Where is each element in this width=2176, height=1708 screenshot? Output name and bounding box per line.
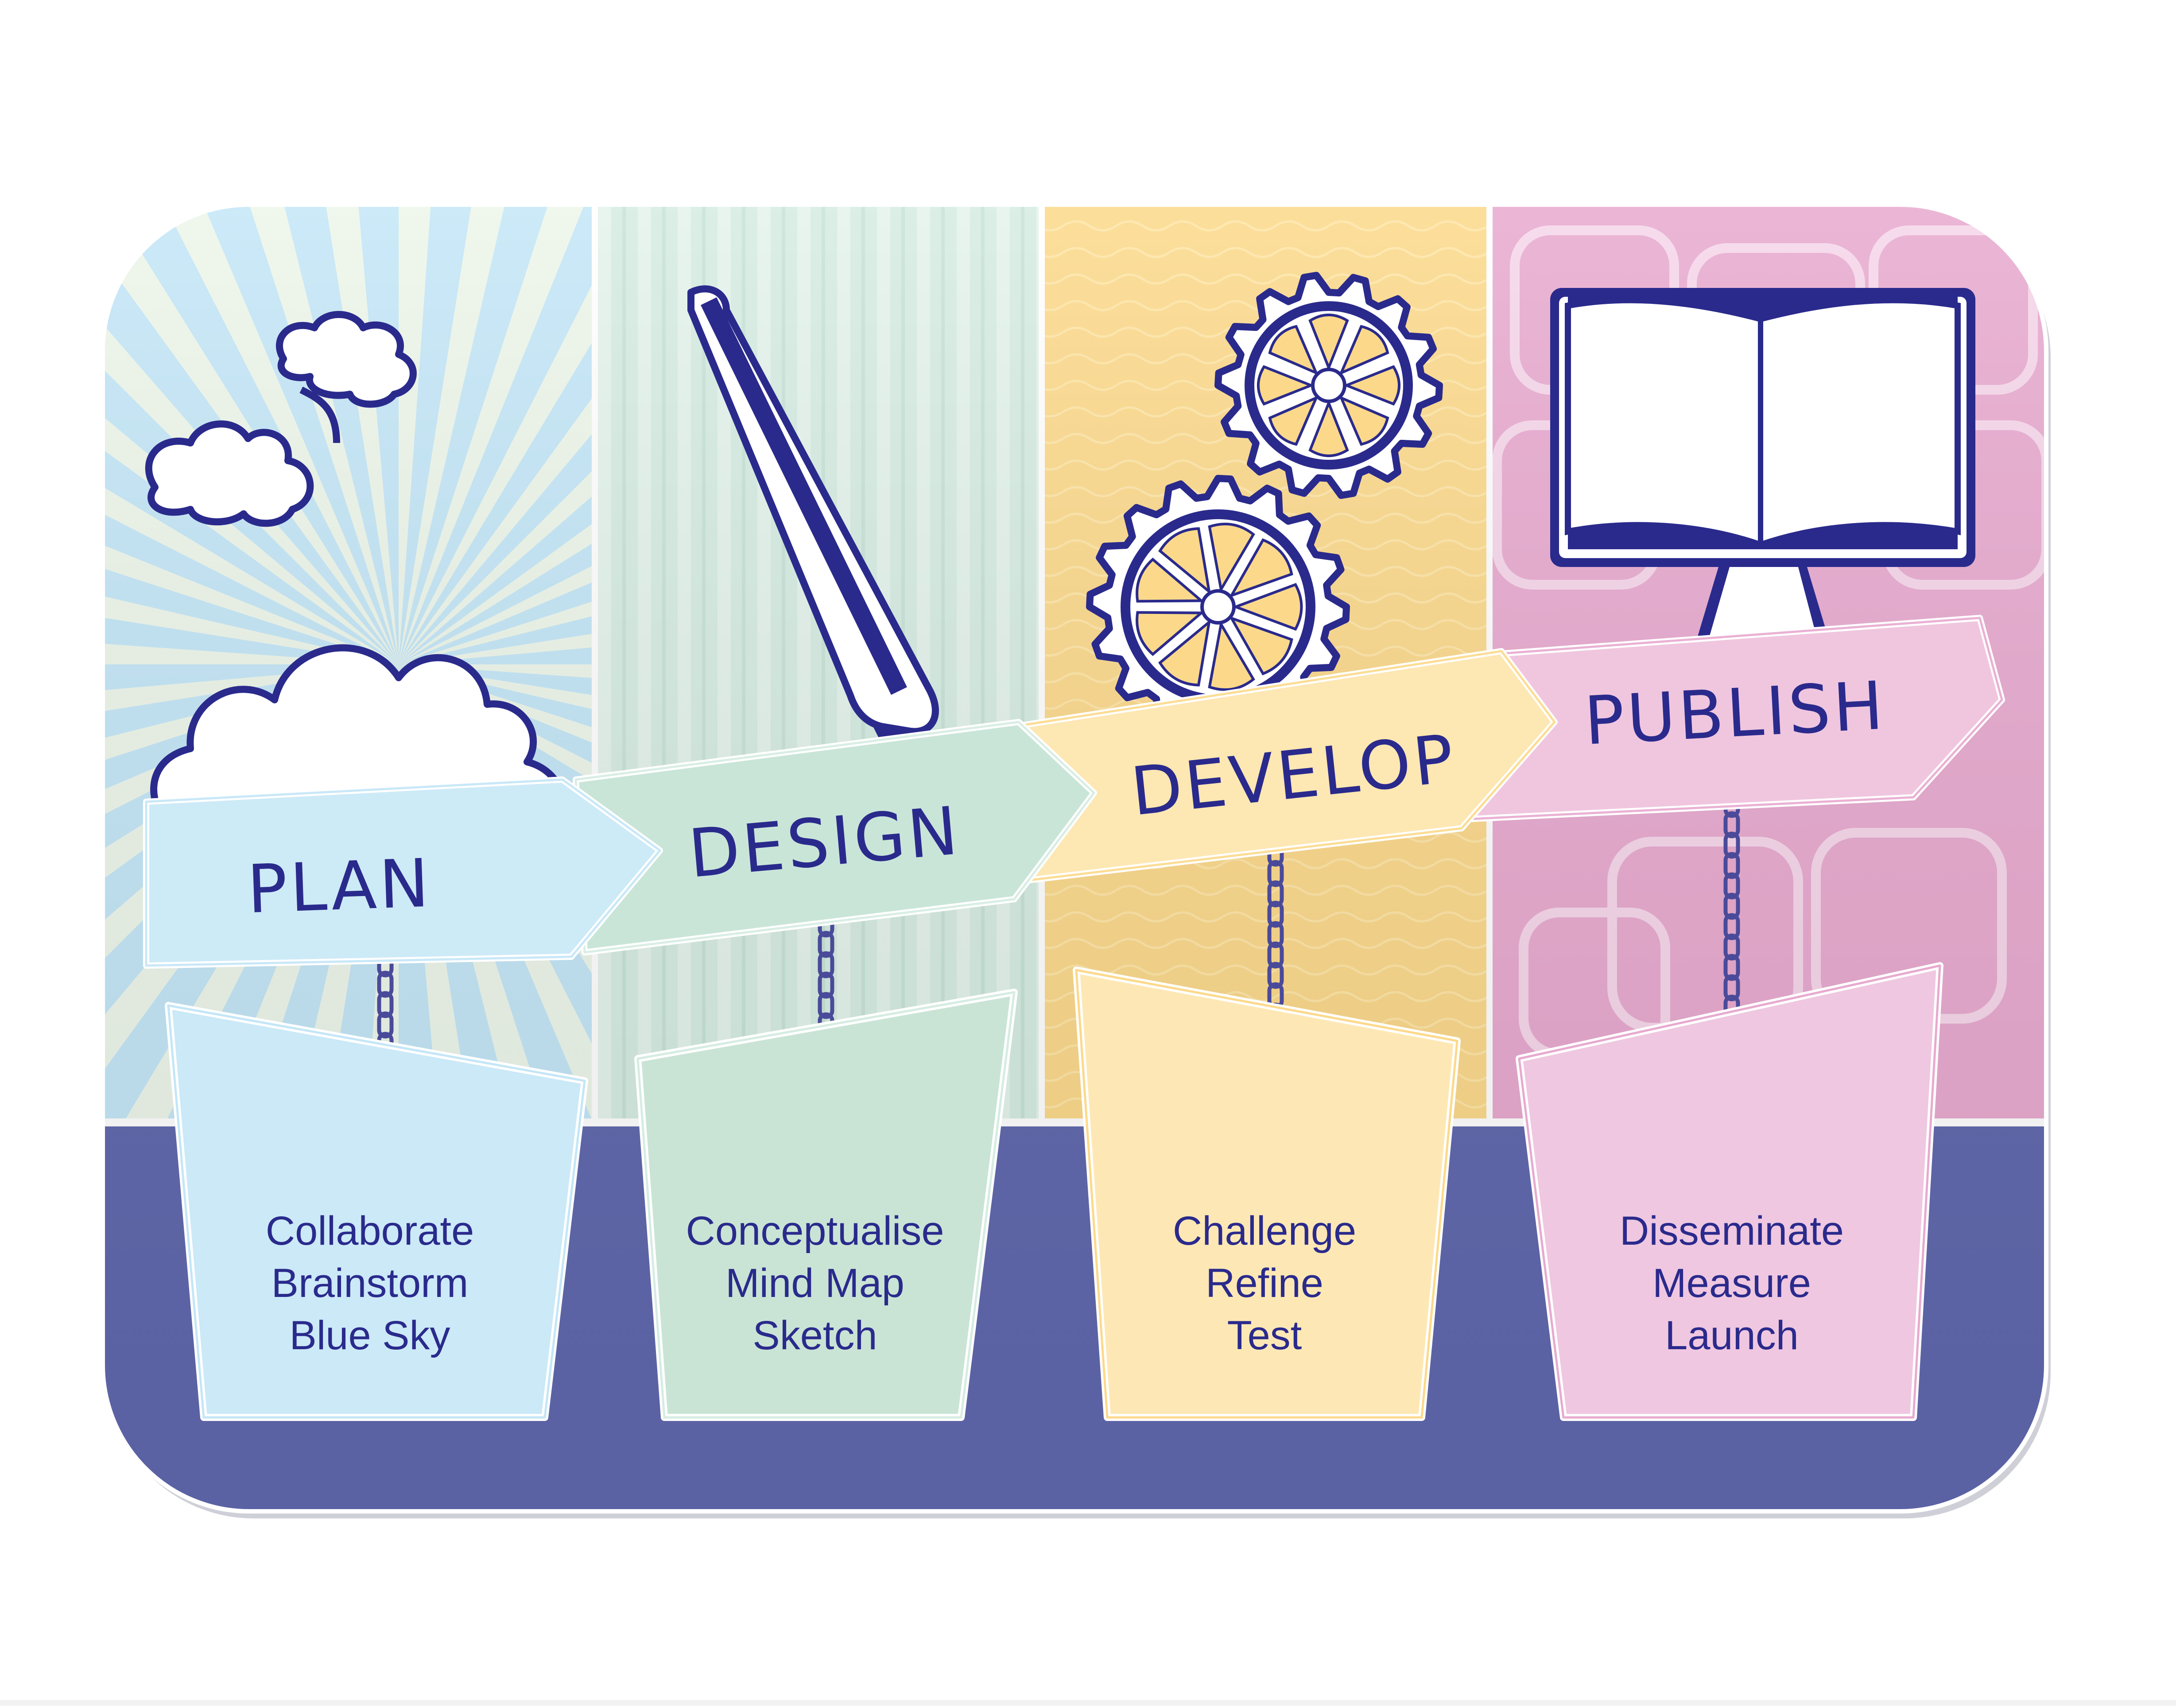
card-line: Disseminate	[1620, 1208, 1844, 1254]
monitor-book-icon	[1550, 288, 1975, 664]
card-line: Refine	[1206, 1261, 1323, 1306]
card-line: Test	[1227, 1313, 1302, 1358]
arrow-design: DESIGN	[573, 719, 1097, 955]
stage-label: PUBLISH	[1583, 668, 1888, 760]
card-line: Collaborate	[266, 1208, 474, 1254]
card-line: Challenge	[1173, 1208, 1356, 1254]
card-line: Launch	[1665, 1313, 1799, 1358]
card-line: Sketch	[752, 1313, 877, 1358]
stage-label: PLAN	[246, 845, 433, 928]
card-line: Mind Map	[725, 1261, 904, 1306]
arrow-publish: PUBLISH	[1458, 615, 2005, 823]
card-line: Conceptualise	[686, 1208, 944, 1254]
card-line: Blue Sky	[289, 1313, 450, 1358]
chain	[1723, 791, 1740, 1022]
gears-icon	[1086, 272, 1443, 739]
card-line: Measure	[1652, 1261, 1811, 1306]
arrow-plan: PLAN	[143, 776, 663, 969]
card-line: Brainstorm	[272, 1261, 469, 1306]
arrow-develop: DEVELOP	[1011, 648, 1558, 885]
page-bottom-edge	[0, 1700, 2176, 1706]
chain	[818, 910, 834, 1040]
